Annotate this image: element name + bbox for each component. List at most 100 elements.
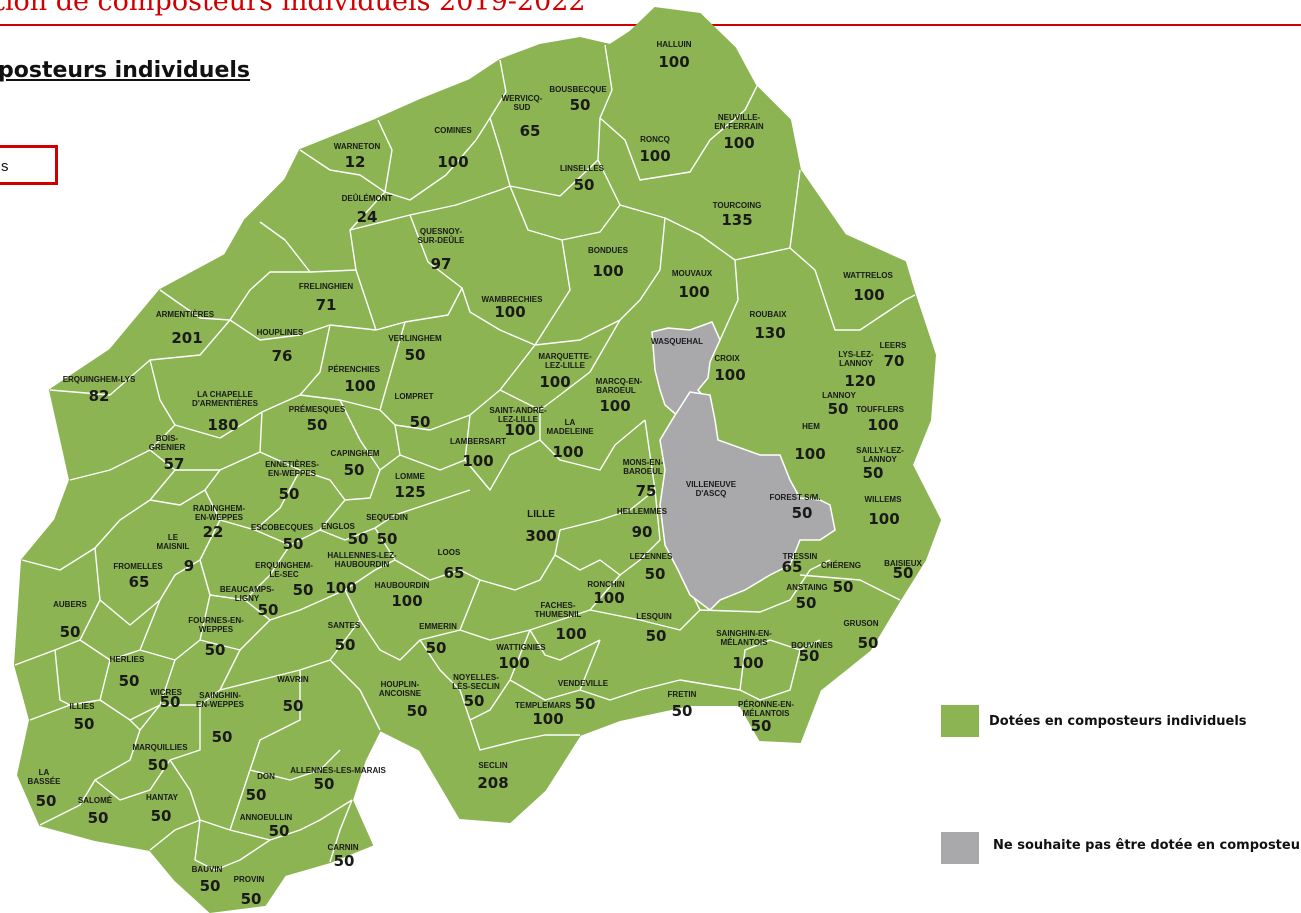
commune-value: 100 — [593, 589, 624, 607]
commune-label: LA CHAPELLE — [197, 390, 253, 399]
commune-value: 9 — [184, 557, 194, 575]
commune-label: LE — [168, 533, 179, 542]
commune-label: HAUBOURDIN — [335, 560, 390, 569]
commune-value: 50 — [410, 413, 431, 431]
commune-value: 50 — [377, 530, 398, 548]
commune-value: 50 — [283, 535, 304, 553]
commune-label: SECLIN — [478, 761, 508, 770]
legend-label-not-equipped: Ne souhaite pas être dotée en composteur — [993, 838, 1301, 853]
commune-label: DON — [257, 772, 275, 781]
commune-label: EN-WEPPES — [196, 700, 245, 709]
commune-value: 50 — [645, 565, 666, 583]
commune-label: BOUSBECQUE — [549, 85, 607, 94]
commune-label: SAINGHIN- — [199, 691, 241, 700]
commune-value: 100 — [325, 579, 356, 597]
commune-value: 100 — [552, 443, 583, 461]
commune-value: 125 — [394, 483, 425, 501]
commune-value: 100 — [714, 366, 745, 384]
commune-value: 100 — [732, 654, 763, 672]
commune-label: HEM — [802, 422, 820, 431]
commune-value: 50 — [570, 96, 591, 114]
commune-value: 50 — [858, 634, 879, 652]
commune-value: 12 — [345, 153, 366, 171]
commune-value: 50 — [279, 485, 300, 503]
commune-label: HOUPLINES — [257, 328, 304, 337]
commune-label: VILLENEUVE — [686, 480, 737, 489]
commune-label: LOMPRET — [394, 392, 433, 401]
commune-value: 100 — [678, 283, 709, 301]
commune-value: 100 — [437, 153, 468, 171]
commune-label: ARMENTIÈRES — [156, 310, 215, 319]
commune-value: 65 — [129, 573, 150, 591]
commune-label: MOUVAUX — [672, 269, 713, 278]
commune-label: WARNETON — [334, 142, 381, 151]
commune-value: 50 — [828, 400, 849, 418]
commune-labels: HALLUIN 100 BOUSBECQUE 50 WERVICQ- SUD 6… — [28, 40, 923, 908]
commune-value: 70 — [884, 352, 905, 370]
commune-label: SUD — [514, 103, 531, 112]
commune-value: 50 — [672, 702, 693, 720]
commune-label: BONDUES — [588, 246, 629, 255]
commune-label: BEAUCAMPS- — [220, 585, 275, 594]
commune-label: HAUBOURDIN — [375, 581, 430, 590]
commune-label: LEZ-LILLE — [498, 415, 539, 424]
commune-value: 50 — [283, 697, 304, 715]
commune-value: 50 — [792, 504, 813, 522]
commune-label: CARNIN — [327, 843, 358, 852]
commune-label: GRUSON — [843, 619, 878, 628]
commune-label: THUMESNIL — [535, 610, 582, 619]
commune-value: 50 — [293, 581, 314, 599]
commune-value: 100 — [639, 147, 670, 165]
commune-value: 100 — [658, 53, 689, 71]
commune-label: COMINES — [434, 126, 472, 135]
commune-value: 90 — [632, 523, 653, 541]
commune-label: HANTAY — [146, 793, 179, 802]
commune-value: 100 — [868, 510, 899, 528]
commune-label: WILLEMS — [865, 495, 903, 504]
commune-label: HALLENNES-LEZ- — [327, 551, 397, 560]
commune-value: 50 — [205, 641, 226, 659]
commune-label: FOREST S/M. — [769, 493, 820, 502]
commune-value: 97 — [431, 255, 452, 273]
commune-label: BAROEUL — [623, 467, 663, 476]
commune-value: 100 — [794, 445, 825, 463]
commune-label: TOURCOING — [713, 201, 762, 210]
commune-label: GRENIER — [149, 443, 186, 452]
commune-value: 50 — [212, 728, 233, 746]
commune-label: LOOS — [438, 548, 461, 557]
commune-label: QUESNOY- — [420, 227, 463, 236]
commune-label: ESCOBECQUES — [251, 523, 314, 532]
commune-value: 180 — [207, 416, 238, 434]
legend-swatch-not-equipped — [941, 832, 979, 864]
commune-label: ANSTAING — [786, 583, 827, 592]
commune-label: EN-WEPPES — [268, 469, 317, 478]
commune-value: 135 — [721, 211, 752, 229]
commune-label: EMMERIN — [419, 622, 457, 631]
commune-value: 100 — [344, 377, 375, 395]
commune-label: ANCOISNE — [379, 689, 422, 698]
commune-value: 65 — [444, 564, 465, 582]
commune-label: HELLEMMES — [617, 507, 668, 516]
commune-label: TEMPLEMARS — [515, 701, 572, 710]
commune-label: ENNETIÈRES- — [265, 460, 319, 469]
commune-value: 50 — [799, 647, 820, 665]
commune-label: ILLIES — [70, 702, 96, 711]
commune-label: FROMELLES — [113, 562, 163, 571]
commune-label: WAMBRECHIES — [482, 295, 544, 304]
commune-label: VERLINGHEM — [388, 334, 442, 343]
commune-value: 100 — [498, 654, 529, 672]
commune-label: LEERS — [880, 341, 907, 350]
commune-label: LANNOY — [822, 391, 856, 400]
boxed-label: s — [0, 145, 58, 185]
commune-label: D'ARMENTIÈRES — [192, 399, 259, 408]
commune-label: BAUVIN — [192, 865, 223, 874]
commune-label: FACHES- — [540, 601, 575, 610]
commune-value: 100 — [462, 452, 493, 470]
commune-label: SAILLY-LEZ- — [856, 446, 904, 455]
commune-label: ENGLOS — [321, 522, 355, 531]
commune-label: CROIX — [714, 354, 740, 363]
commune-value: 100 — [555, 625, 586, 643]
commune-label: LESQUIN — [636, 612, 672, 621]
commune-value: 100 — [867, 416, 898, 434]
